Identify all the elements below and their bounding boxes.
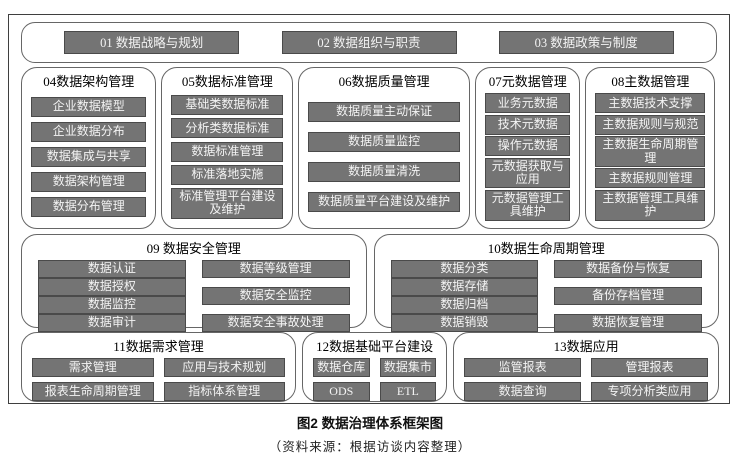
item-box: 专项分析类应用: [591, 382, 708, 401]
section-title: 11数据需求管理: [113, 339, 204, 354]
section-items: 主数据技术支撑 主数据规则与规范 主数据生命周期管理 主数据规则管理 主数据管理…: [586, 90, 714, 228]
item-box: 数据销毁: [390, 314, 539, 332]
section-items: 需求管理 应用与技术规划 报表生命周期管理 指标体系管理: [22, 355, 295, 409]
item-box: 数据质量平台建设及维护: [308, 192, 461, 212]
item-box: 需求管理: [32, 358, 154, 377]
item-box: 技术元数据: [485, 114, 571, 135]
item-box: 标准管理平台建设及维护: [171, 187, 284, 219]
block-data-policy: 03 数据政策与制度: [498, 31, 674, 54]
item-box: 基础类数据标准: [171, 95, 284, 116]
section-items: 数据分类 数据存储 数据归档 数据销毁 数据备份与恢复 备份存档管理 数据恢复管…: [375, 257, 719, 340]
figure-caption: 图2 数据治理体系框架图: [296, 416, 444, 431]
right-column: 数据备份与恢复 备份存档管理 数据恢复管理: [554, 260, 702, 332]
section-items: 数据仓库 数据集市 ODS ETL: [303, 355, 446, 409]
item-box: 元数据管理工具维护: [485, 189, 571, 221]
item-box: 数据仓库: [313, 358, 370, 377]
item-box: 数据质量主动保证: [308, 102, 461, 122]
right-column: 数据等级管理 数据安全监控 数据安全事故处理: [201, 260, 350, 332]
item-box: 主数据规则管理: [595, 168, 706, 189]
item-box: 分析类数据标准: [171, 118, 284, 139]
item-box: 企业数据模型: [31, 97, 147, 117]
top-level-group: 01 数据战略与规划 02 数据组织与职责 03 数据政策与制度: [21, 22, 717, 63]
item-box: 数据分类: [390, 260, 539, 278]
section-title: 04数据架构管理: [43, 74, 135, 89]
section-data-standards: 05数据标准管理 基础类数据标准 分析类数据标准 数据标准管理 标准落地实施 标…: [161, 67, 294, 229]
item-box: 数据等级管理: [201, 260, 350, 278]
item-box: 业务元数据: [485, 93, 571, 114]
item-box: 数据恢复管理: [554, 314, 702, 332]
item-box: 数据查询: [464, 382, 582, 401]
item-box: 报表生命周期管理: [32, 382, 154, 401]
section-title: 13数据应用: [553, 339, 619, 354]
item-box: ETL: [379, 382, 437, 401]
item-box: 数据审计: [38, 314, 186, 332]
figure-source-note: （资料来源：根据访谈内容整理）: [268, 440, 472, 454]
section-items: 业务元数据 技术元数据 操作元数据 元数据获取与应用 元数据管理工具维护: [476, 90, 579, 228]
item-box: 管理报表: [591, 358, 708, 377]
item-box: 主数据管理工具维护: [595, 189, 706, 221]
section-data-application: 13数据应用 监管报表 管理报表 数据查询 专项分析类应用: [453, 332, 719, 402]
item-box: 标准落地实施: [171, 164, 284, 185]
section-items: 数据质量主动保证 数据质量监控 数据质量清洗 数据质量平台建设及维护: [299, 90, 469, 228]
section-items: 基础类数据标准 分析类数据标准 数据标准管理 标准落地实施 标准管理平台建设及维…: [162, 90, 292, 228]
block-data-strategy: 01 数据战略与规划: [64, 31, 240, 54]
item-box: 企业数据分布: [31, 122, 147, 142]
section-title: 05数据标准管理: [181, 74, 273, 89]
section-title: 06数据质量管理: [338, 74, 430, 89]
left-column: 数据分类 数据存储 数据归档 数据销毁: [390, 260, 539, 332]
item-box: 数据集成与共享: [31, 147, 147, 167]
section-data-security: 09 数据安全管理 数据认证 数据授权 数据监控 数据审计 数据等级管理 数据安…: [21, 234, 367, 332]
item-box: 数据架构管理: [31, 172, 147, 192]
section-title: 12数据基础平台建设: [316, 339, 434, 354]
section-title: 09 数据安全管理: [146, 241, 241, 256]
section-master-data: 08主数据管理 主数据技术支撑 主数据规则与规范 主数据生命周期管理 主数据规则…: [585, 67, 716, 229]
item-box: 数据认证: [38, 260, 186, 278]
item-box: 应用与技术规划: [163, 358, 285, 377]
item-box: 数据分布管理: [31, 197, 147, 217]
item-box: 监管报表: [464, 358, 582, 377]
section-items: 数据认证 数据授权 数据监控 数据审计 数据等级管理 数据安全监控 数据安全事故…: [22, 257, 366, 340]
item-box: 数据质量清洗: [308, 162, 461, 182]
item-box: 数据标准管理: [171, 141, 284, 162]
item-box: 操作元数据: [485, 136, 571, 157]
section-data-requirements: 11数据需求管理 需求管理 应用与技术规划 报表生命周期管理 指标体系管理: [21, 332, 296, 402]
item-box: 数据安全事故处理: [201, 314, 350, 332]
item-box: 数据监控: [38, 296, 186, 314]
item-box: 主数据规则与规范: [595, 114, 706, 135]
security-lifecycle-row: 09 数据安全管理 数据认证 数据授权 数据监控 数据审计 数据等级管理 数据安…: [21, 234, 719, 332]
diagram-outer-frame: 01 数据战略与规划 02 数据组织与职责 03 数据政策与制度 04数据架构管…: [8, 14, 730, 404]
item-box: 指标体系管理: [163, 382, 285, 401]
section-items: 监管报表 管理报表 数据查询 专项分析类应用: [454, 355, 718, 409]
item-box: 数据集市: [379, 358, 437, 377]
item-box: 数据授权: [38, 278, 186, 296]
section-title: 10数据生命周期管理: [487, 241, 605, 256]
item-box: 数据归档: [390, 296, 539, 314]
section-data-architecture: 04数据架构管理 企业数据模型 企业数据分布 数据集成与共享 数据架构管理 数据…: [21, 67, 157, 229]
item-box: 备份存档管理: [554, 287, 702, 305]
bottom-row: 11数据需求管理 需求管理 应用与技术规划 报表生命周期管理 指标体系管理 12…: [21, 332, 719, 402]
section-metadata: 07元数据管理 业务元数据 技术元数据 操作元数据 元数据获取与应用 元数据管理…: [475, 67, 581, 229]
section-data-lifecycle: 10数据生命周期管理 数据分类 数据存储 数据归档 数据销毁 数据备份与恢复 备…: [373, 234, 719, 332]
section-title: 08主数据管理: [611, 74, 690, 89]
item-box: 主数据生命周期管理: [595, 136, 706, 167]
item-box: ODS: [313, 382, 370, 401]
left-column: 数据认证 数据授权 数据监控 数据审计: [38, 260, 186, 332]
item-box: 数据质量监控: [308, 132, 461, 152]
section-data-quality: 06数据质量管理 数据质量主动保证 数据质量监控 数据质量清洗 数据质量平台建设…: [298, 67, 471, 229]
item-box: 元数据获取与应用: [485, 157, 571, 189]
section-items: 企业数据模型 企业数据分布 数据集成与共享 数据架构管理 数据分布管理: [22, 90, 155, 228]
domains-row: 04数据架构管理 企业数据模型 企业数据分布 数据集成与共享 数据架构管理 数据…: [21, 67, 719, 229]
section-title: 07元数据管理: [488, 74, 567, 89]
item-box: 数据存储: [390, 278, 539, 296]
item-box: 数据备份与恢复: [554, 260, 702, 278]
item-box: 数据安全监控: [201, 287, 350, 305]
section-data-platform: 12数据基础平台建设 数据仓库 数据集市 ODS ETL: [302, 332, 448, 402]
block-data-organization: 02 数据组织与职责: [281, 31, 457, 54]
item-box: 主数据技术支撑: [595, 93, 706, 114]
